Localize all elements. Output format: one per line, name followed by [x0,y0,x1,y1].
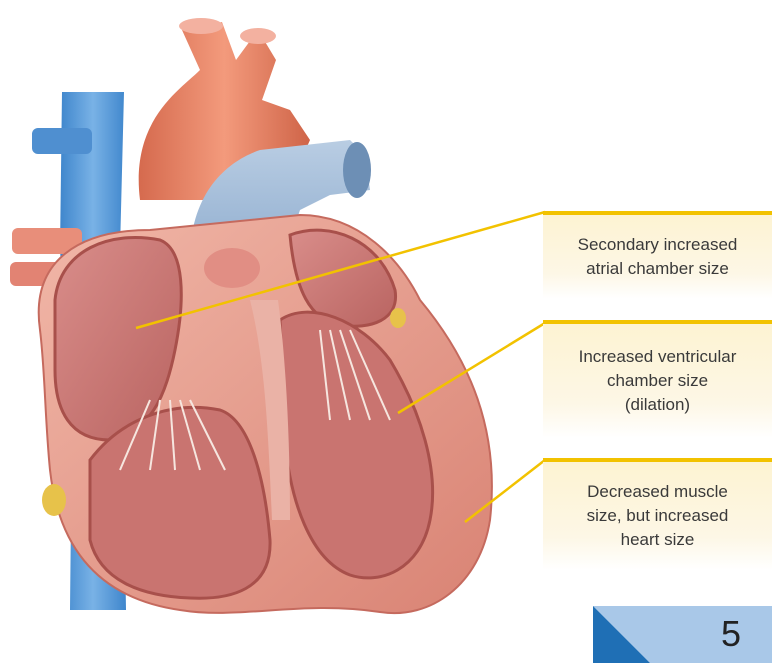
aortic-valve [204,248,260,288]
label-atrial-chamber-text: Secondary increased atrial chamber size [578,233,738,281]
label-atrial-chamber: Secondary increased atrial chamber size [543,211,772,299]
label-ventricular-chamber: Increased ventricular chamber size (dila… [543,320,772,438]
right-ventricle [90,407,270,598]
label-muscle-size: Decreased muscle size, but increased hea… [543,458,772,570]
label-muscle-size-text: Decreased muscle size, but increased hea… [587,480,729,552]
label-ventricular-chamber-text: Increased ventricular chamber size (dila… [579,345,737,417]
page-number: 5 [690,608,772,660]
pulmonary-vein-left-1 [32,128,92,154]
